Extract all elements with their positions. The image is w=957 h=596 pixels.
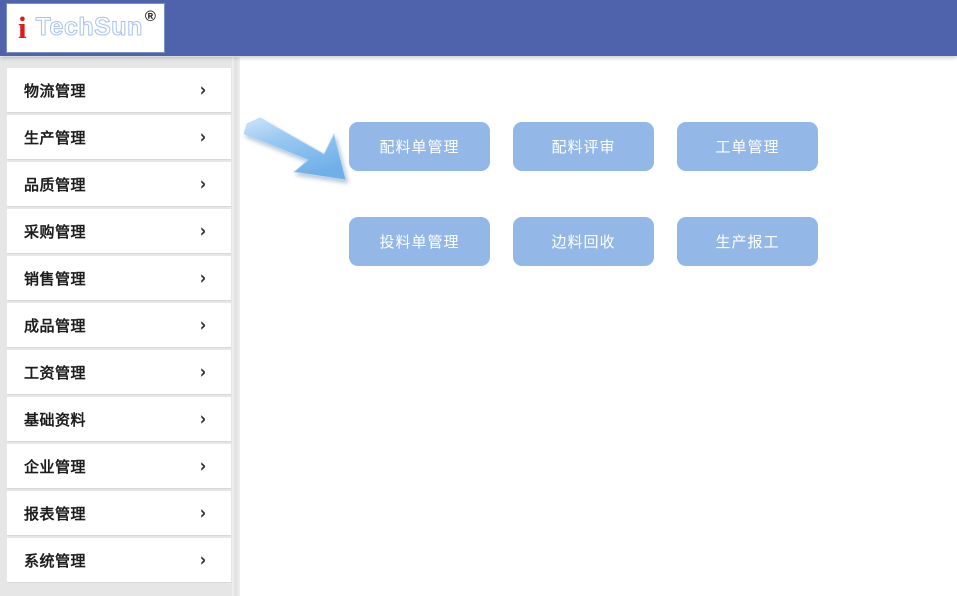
tile-batching-review[interactable]: 配料评审 [513, 122, 654, 171]
module-tile-grid: 配料单管理 配料评审 工单管理 投料单管理 边料回收 生产报工 [349, 122, 818, 312]
tile-label: 配料单管理 [379, 138, 460, 156]
sidebar-item-payroll-management[interactable]: 工资管理 › [7, 350, 231, 394]
sidebar-item-label: 生产管理 [24, 128, 87, 147]
sidebar-navigation[interactable]: 物流管理 › 生产管理 › 品质管理 › 采购管理 › 销售管理 › 成品管理 … [0, 57, 240, 596]
sidebar-item-label: 工资管理 [24, 363, 87, 382]
tile-row: 配料单管理 配料评审 工单管理 [349, 122, 818, 171]
sidebar-item-label: 销售管理 [24, 269, 87, 288]
chevron-right-icon: › [199, 501, 206, 524]
sidebar-item-basic-data[interactable]: 基础资料 › [7, 397, 231, 441]
chevron-right-icon: › [199, 454, 206, 477]
sidebar-item-enterprise-management[interactable]: 企业管理 › [7, 444, 231, 488]
chevron-right-icon: › [199, 78, 206, 101]
chevron-right-icon: › [199, 219, 206, 242]
registered-trademark-icon: ® [144, 8, 156, 25]
chevron-right-icon: › [199, 266, 206, 289]
tile-label: 投料单管理 [379, 233, 460, 251]
tile-batching-sheet-management[interactable]: 配料单管理 [349, 122, 490, 171]
tile-row: 投料单管理 边料回收 生产报工 [349, 217, 818, 266]
sidebar-item-list: 物流管理 › 生产管理 › 品质管理 › 采购管理 › 销售管理 › 成品管理 … [7, 68, 231, 582]
main-content-area: 配料单管理 配料评审 工单管理 投料单管理 边料回收 生产报工 [241, 57, 957, 596]
sidebar-item-finished-goods-management[interactable]: 成品管理 › [7, 303, 231, 347]
sidebar-item-quality-management[interactable]: 品质管理 › [7, 162, 231, 206]
tile-production-reporting[interactable]: 生产报工 [677, 217, 818, 266]
sidebar-item-label: 企业管理 [24, 457, 87, 476]
chevron-right-icon: › [199, 407, 206, 430]
tile-label: 生产报工 [715, 233, 780, 251]
tile-label: 配料评审 [551, 138, 616, 156]
sidebar-item-sales-management[interactable]: 销售管理 › [7, 256, 231, 300]
tile-label: 边料回收 [551, 233, 616, 251]
chevron-right-icon: › [199, 125, 206, 148]
sidebar-item-production-management[interactable]: 生产管理 › [7, 115, 231, 159]
chevron-right-icon: › [199, 172, 206, 195]
chevron-right-icon: › [199, 313, 206, 336]
logo-initial-icon: i [18, 9, 27, 45]
sidebar-item-label: 系统管理 [24, 551, 87, 570]
sidebar-item-label: 采购管理 [24, 222, 87, 241]
chevron-right-icon: › [199, 360, 206, 383]
sidebar-item-label: 品质管理 [24, 175, 87, 194]
tile-scrap-recycling[interactable]: 边料回收 [513, 217, 654, 266]
sidebar-item-label: 报表管理 [24, 504, 87, 523]
tile-work-order-management[interactable]: 工单管理 [677, 122, 818, 171]
header-bar: i TechSun ® [0, 0, 957, 56]
sidebar-item-report-management[interactable]: 报表管理 › [7, 491, 231, 535]
app-logo[interactable]: i TechSun ® [6, 3, 165, 53]
sidebar-item-purchasing-management[interactable]: 采购管理 › [7, 209, 231, 253]
tile-feeding-sheet-management[interactable]: 投料单管理 [349, 217, 490, 266]
sidebar-item-logistics-management[interactable]: 物流管理 › [7, 68, 231, 112]
chevron-right-icon: › [199, 548, 206, 571]
sidebar-item-system-management[interactable]: 系统管理 › [7, 538, 231, 582]
sidebar-item-label: 物流管理 [24, 81, 87, 100]
sidebar-scrollbar[interactable] [232, 57, 240, 596]
sidebar-item-label: 成品管理 [24, 316, 87, 335]
sidebar-item-label: 基础资料 [24, 410, 87, 429]
tile-label: 工单管理 [715, 138, 780, 156]
logo-wordmark: TechSun [35, 13, 143, 41]
